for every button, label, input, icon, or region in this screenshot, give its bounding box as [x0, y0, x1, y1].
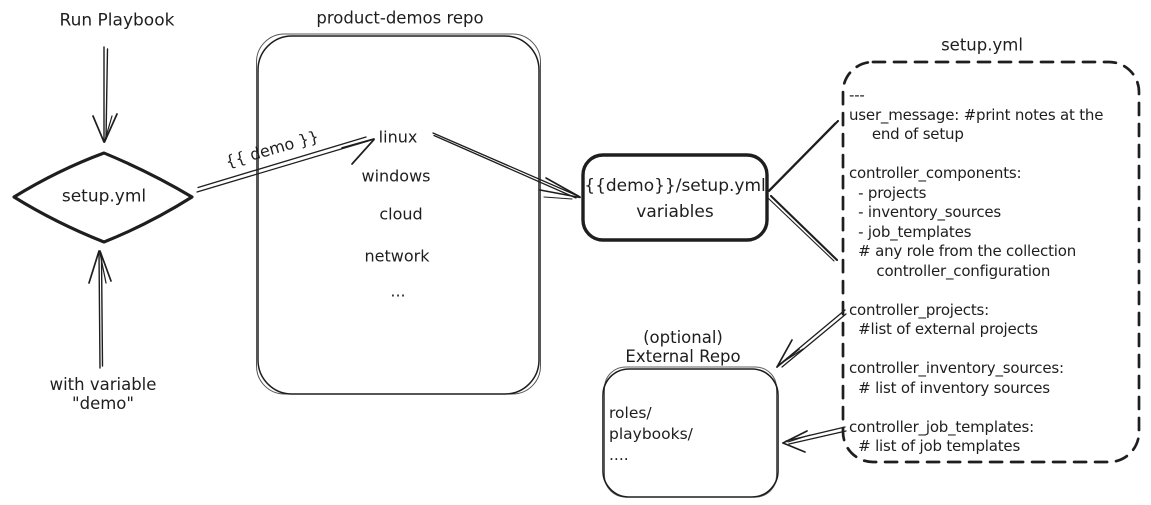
- repo-title: product-demos repo: [316, 8, 484, 28]
- setup-yml-diamond-shape: [14, 153, 192, 242]
- repo-item-ellipsis: ...: [390, 281, 406, 301]
- variables-to-setup-lines: [767, 121, 838, 261]
- variables-box-label: {{demo}}/setup.yml variables: [584, 176, 766, 222]
- with-variable-arrow: [89, 251, 111, 368]
- job-templates-to-external-arrow: [783, 427, 846, 452]
- linux-to-variables-arrow: [433, 133, 580, 199]
- repo-item-cloud: cloud: [379, 204, 423, 224]
- with-variable-label: with variable "demo": [49, 375, 157, 413]
- external-repo-box: [603, 367, 778, 497]
- demo-edge-arrow: [197, 137, 374, 192]
- setup-yml-dashed-box: [843, 62, 1139, 462]
- projects-to-external-arrow: [777, 310, 846, 367]
- product-demos-repo-box: [257, 34, 541, 394]
- repo-item-linux: linux: [378, 127, 418, 147]
- setup-yml-title: setup.yml: [941, 35, 1023, 55]
- repo-item-windows: windows: [361, 166, 431, 186]
- external-repo-contents: roles/ playbooks/ ....: [609, 404, 693, 464]
- variables-box: [583, 155, 767, 240]
- run-playbook-arrow: [93, 47, 117, 142]
- repo-item-network: network: [364, 246, 430, 266]
- setup-yml-contents: --- user_message: #print notes at the en…: [849, 86, 1104, 455]
- run-playbook-label: Run Playbook: [59, 10, 175, 31]
- diamond-label: setup.yml: [61, 186, 147, 207]
- external-repo-title: (optional) External Repo: [625, 328, 741, 366]
